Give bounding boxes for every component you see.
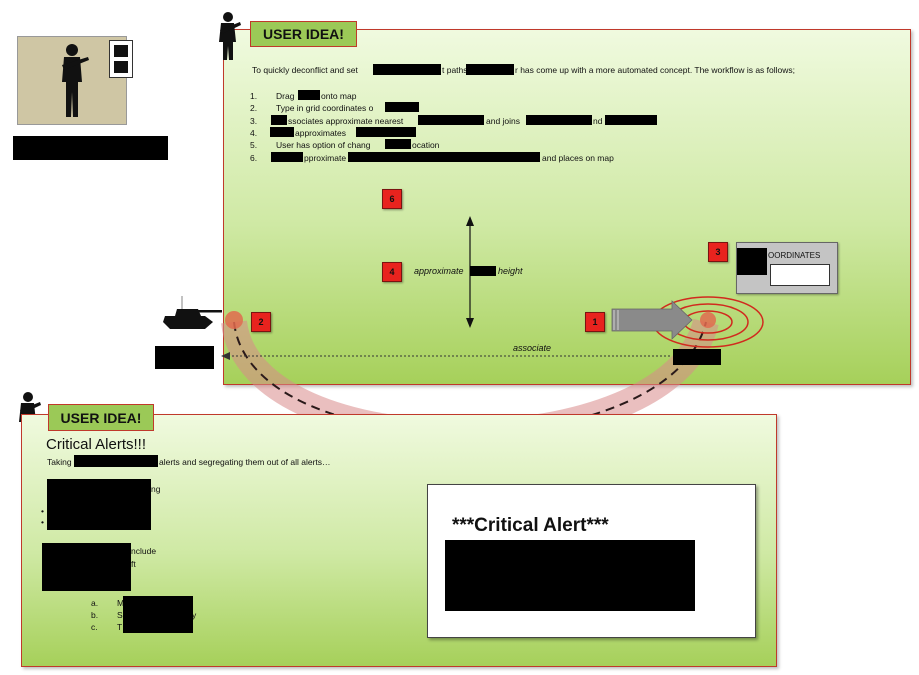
step-4: 4.: [250, 128, 258, 138]
bullet-1: •: [41, 506, 44, 516]
marker-3: 3: [708, 242, 728, 262]
marker-2: 2: [251, 312, 271, 332]
coordinates-input[interactable]: [770, 264, 830, 286]
step-5-tail: ocation: [412, 140, 440, 150]
redacted-alert-body: [445, 540, 695, 611]
step-6-tail: and places on map: [542, 153, 614, 163]
step-3-nd: nd: [593, 116, 603, 126]
redacted-step-2: [385, 102, 419, 112]
marker-6: 6: [382, 189, 402, 209]
intro-text-a: To quickly deconflict and set: [252, 65, 358, 75]
coordinates-label: OORDINATES: [768, 251, 821, 260]
redacted-step-3a: [271, 115, 287, 125]
intro-text-c: r has come up with a more automated conc…: [515, 65, 795, 75]
approximate-label: approximate: [414, 266, 464, 276]
intro-text-b: t paths,: [442, 65, 470, 75]
critical-alert-title: ***Critical Alert***: [452, 515, 609, 536]
redacted-step-3d: [605, 115, 657, 125]
frag-ft: ft: [131, 559, 136, 569]
list-item-b-tail: y: [192, 610, 197, 620]
step-6: 6.: [250, 153, 258, 163]
redacted-block-1: [47, 479, 151, 530]
list-item-b: b.S: [91, 610, 123, 620]
redacted-target-label: [673, 349, 721, 365]
redacted-step-4b: [356, 127, 416, 137]
list-item-a: a.M: [91, 598, 125, 608]
redacted-step-3b: [418, 115, 484, 125]
frag-ng: ng: [151, 484, 161, 494]
bullet-2: •: [41, 517, 44, 527]
redacted-coord-label: [737, 248, 767, 275]
redacted-taking: [74, 455, 158, 467]
redacted-list: [123, 596, 193, 633]
top-idea-panel: [223, 29, 911, 385]
height-label: height: [498, 266, 523, 276]
soldier-silhouette-icon: [62, 44, 89, 117]
list-item-c: c.T: [91, 622, 123, 632]
redacted-height: [470, 266, 496, 276]
redacted-step-5: [385, 139, 411, 149]
step-4-text: approximates: [295, 128, 347, 138]
taking-text-b: alerts and segregating them out of all a…: [159, 457, 331, 467]
redacted-caption: [13, 136, 168, 160]
step-1: 1.Drag: [250, 91, 295, 101]
critical-alerts-title: Critical Alerts!!!: [46, 436, 147, 453]
redacted-intro-1: [373, 64, 441, 75]
step-3-joins: and joins: [486, 116, 521, 126]
redacted-step-1: [298, 90, 320, 100]
frag-include: nclude: [131, 546, 157, 556]
redacted-step-4a: [270, 127, 294, 137]
associate-label: associate: [513, 343, 552, 353]
step-5: 5.User has option of chang: [250, 140, 371, 150]
user-idea-badge-top: USER IDEA!: [250, 21, 357, 47]
redacted-tank-label: [155, 346, 214, 369]
step-2: 2.Type in grid coordinates o: [250, 103, 374, 113]
rank-insignia-icon: [109, 40, 133, 78]
user-idea-badge-bottom: USER IDEA!: [48, 404, 154, 431]
step-1-tail: onto map: [321, 91, 357, 101]
step-6-text: pproximate: [304, 153, 347, 163]
redacted-intro-2: [466, 64, 514, 75]
tank-icon: [163, 296, 222, 329]
step-3: 3.: [250, 116, 258, 126]
step-3-text: ssociates approximate nearest: [288, 116, 404, 126]
taking-text-a: Taking: [47, 457, 72, 467]
marker-4: 4: [382, 262, 402, 282]
marker-1: 1: [585, 312, 605, 332]
soldier-photo: [17, 36, 127, 125]
redacted-step-6b: [348, 152, 540, 162]
redacted-step-6a: [271, 152, 303, 162]
redacted-block-2: [42, 543, 131, 591]
redacted-step-3c: [526, 115, 592, 125]
